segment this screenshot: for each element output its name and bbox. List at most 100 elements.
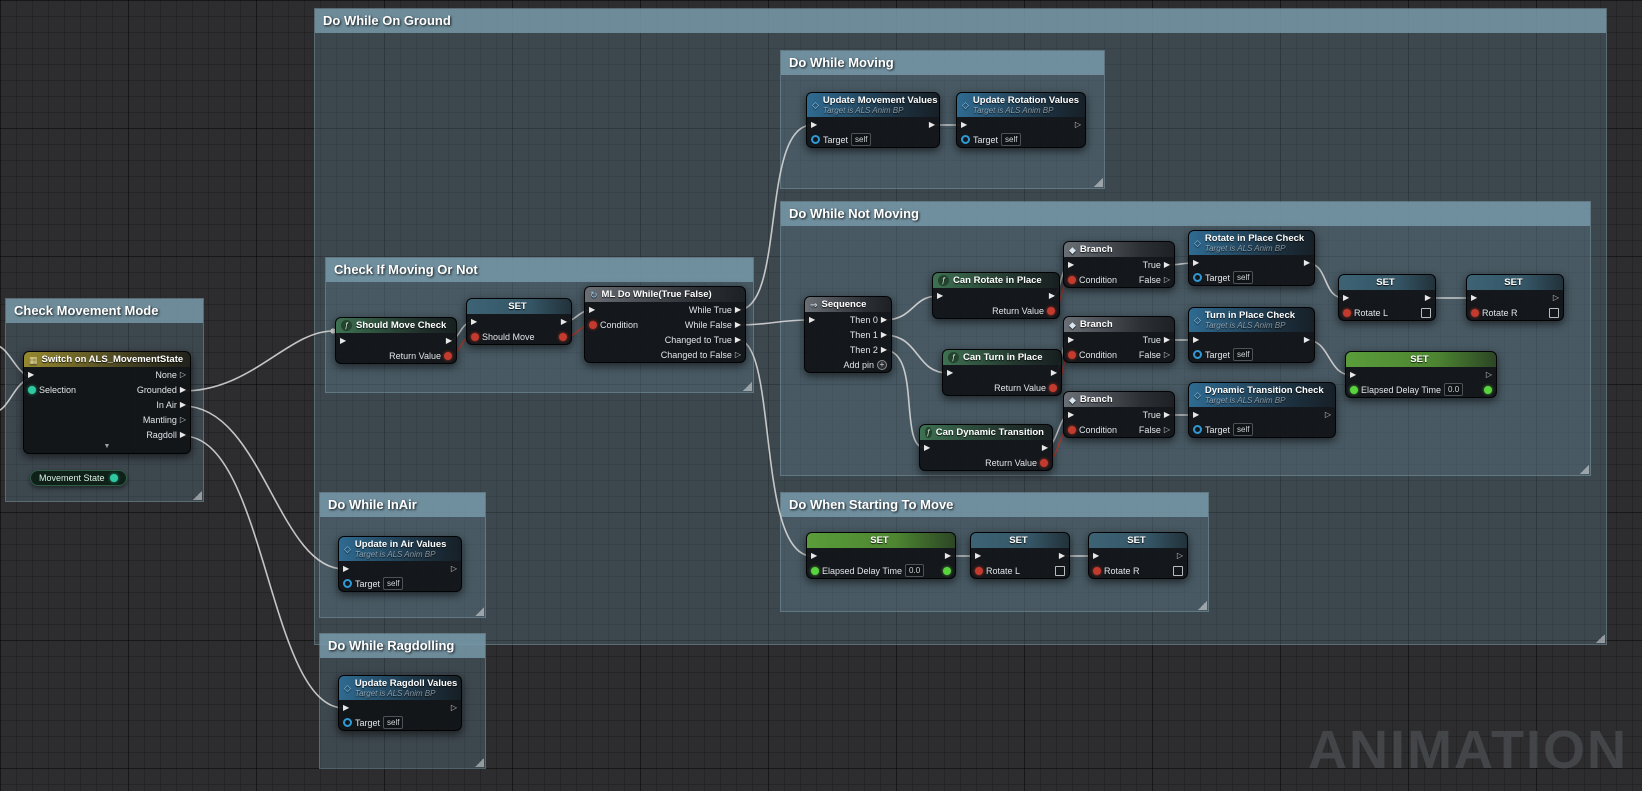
node-should-move-check[interactable]: ƒ Should Move Check ▶ ▶ Return Value: [335, 317, 457, 364]
false-exec-pin[interactable]: ▷: [1163, 274, 1170, 284]
node-set-rotate-r-start[interactable]: SET ▶ ▷ Rotate R: [1088, 532, 1188, 579]
collapse-arrow-icon[interactable]: ▼: [103, 443, 111, 450]
resize-handle[interactable]: [1579, 464, 1589, 474]
node-update-in-air-values[interactable]: ◇ Update in Air Values Target is ALS Ani…: [338, 536, 462, 592]
target-pin[interactable]: [811, 135, 820, 144]
target-pin[interactable]: [343, 579, 352, 588]
self-value-chip[interactable]: self: [851, 133, 872, 146]
comment-title[interactable]: Do While On Ground: [315, 9, 1606, 33]
resize-handle[interactable]: [192, 490, 202, 500]
comment-title[interactable]: Do When Starting To Move: [781, 493, 1208, 517]
exec-out-pin[interactable]: ▶: [179, 429, 186, 439]
exec-out-pin[interactable]: ▶: [445, 335, 452, 345]
return-value-pin[interactable]: [444, 351, 452, 360]
exec-in-pin[interactable]: ▶: [1193, 409, 1200, 419]
exec-out-pin[interactable]: ▶: [1424, 292, 1431, 302]
add-pin-icon[interactable]: +: [877, 359, 887, 370]
exec-out-pin[interactable]: ▷: [1485, 369, 1492, 379]
target-pin[interactable]: [1193, 273, 1202, 282]
exec-out-pin[interactable]: ▷: [450, 563, 457, 573]
resize-handle[interactable]: [1595, 633, 1605, 643]
variable-movement-state[interactable]: Movement State: [30, 470, 127, 486]
exec-in-pin[interactable]: ▶: [961, 119, 968, 129]
exec-out-pin[interactable]: ▷: [1324, 409, 1331, 419]
exec-out-pin[interactable]: ▶: [1303, 334, 1310, 344]
exec-in-pin[interactable]: ▶: [937, 290, 944, 300]
node-can-dynamic-transition[interactable]: ƒ Can Dynamic Transition ▶ ▶ Return Valu…: [919, 424, 1053, 471]
comment-title[interactable]: Check Movement Mode: [6, 299, 203, 323]
exec-in-pin[interactable]: ▶: [1193, 257, 1200, 267]
node-update-movement-values[interactable]: ◇ Update Movement Values Target is ALS A…: [806, 92, 940, 148]
exec-out-pin[interactable]: ▷: [1176, 550, 1183, 560]
comment-title[interactable]: Do While Not Moving: [781, 202, 1590, 226]
exec-in-pin[interactable]: ▶: [975, 550, 982, 560]
bool-input-pin[interactable]: [1343, 308, 1351, 317]
exec-in-pin[interactable]: ▶: [811, 550, 818, 560]
float-input-pin[interactable]: [1350, 385, 1358, 394]
exec-out-pin[interactable]: ▶: [1048, 290, 1055, 300]
target-pin[interactable]: [1193, 350, 1202, 359]
true-exec-pin[interactable]: ▶: [1163, 409, 1170, 419]
resize-handle[interactable]: [1093, 177, 1103, 187]
resize-handle[interactable]: [1197, 600, 1207, 610]
rotate-r-checkbox[interactable]: [1549, 307, 1559, 318]
exec-out-pin[interactable]: ▶: [880, 344, 887, 354]
exec-in-pin[interactable]: ▶: [28, 369, 35, 379]
node-dynamic-transition-check[interactable]: ◇ Dynamic Transition Check Target is ALS…: [1188, 382, 1336, 438]
add-pin-label[interactable]: Add pin: [843, 359, 874, 370]
exec-out-pin[interactable]: ▷: [179, 414, 186, 424]
rotate-l-checkbox[interactable]: [1421, 307, 1431, 318]
node-set-rotate-l-top[interactable]: SET ▶ ▶ Rotate L: [1338, 274, 1436, 321]
node-update-rotation-values[interactable]: ◇ Update Rotation Values Target is ALS A…: [956, 92, 1086, 148]
node-branch-dynamic[interactable]: ◆ Branch ▶ True▶ Condition False▷: [1063, 391, 1175, 438]
exec-in-pin[interactable]: ▶: [811, 119, 818, 129]
exec-out-pin[interactable]: ▷: [1552, 292, 1559, 302]
self-value-chip[interactable]: self: [1001, 133, 1022, 146]
condition-pin[interactable]: [589, 320, 597, 329]
rotate-r-checkbox[interactable]: [1173, 565, 1183, 576]
float-output-pin[interactable]: [1484, 385, 1492, 394]
exec-out-pin[interactable]: ▶: [734, 319, 741, 329]
self-value-chip[interactable]: self: [1233, 271, 1254, 284]
exec-out-pin[interactable]: ▶: [880, 314, 887, 324]
exec-in-pin[interactable]: ▶: [1343, 292, 1350, 302]
target-pin[interactable]: [961, 135, 970, 144]
target-pin[interactable]: [1193, 425, 1202, 434]
comment-do-while-not-moving[interactable]: Do While Not Moving: [780, 201, 1591, 476]
exec-in-pin[interactable]: ▶: [1193, 334, 1200, 344]
float-value-input[interactable]: 0.0: [1444, 383, 1464, 396]
comment-title[interactable]: Check If Moving Or Not: [326, 258, 753, 282]
resize-handle[interactable]: [474, 606, 484, 616]
node-rotate-in-place-check[interactable]: ◇ Rotate in Place Check Target is ALS An…: [1188, 230, 1315, 286]
resize-handle[interactable]: [474, 757, 484, 767]
false-exec-pin[interactable]: ▷: [1163, 349, 1170, 359]
target-pin[interactable]: [343, 718, 352, 727]
comment-title[interactable]: Do While InAir: [320, 493, 485, 517]
return-value-pin[interactable]: [1040, 458, 1048, 467]
node-set-rotate-r-top[interactable]: SET ▶ ▷ Rotate R: [1466, 274, 1564, 321]
exec-in-pin[interactable]: ▶: [1068, 409, 1075, 419]
node-can-turn-in-place[interactable]: ƒ Can Turn in Place ▶ ▶ Return Value: [942, 349, 1062, 396]
float-output-pin[interactable]: [943, 566, 951, 575]
exec-out-pin[interactable]: ▷: [450, 702, 457, 712]
float-input-pin[interactable]: [811, 566, 819, 575]
node-switch-movement-state[interactable]: ▦ Switch on ALS_MovementState ▶ None▷ Se…: [23, 351, 191, 454]
bool-input-pin[interactable]: [1471, 308, 1479, 317]
bool-output-pin[interactable]: [559, 332, 567, 341]
exec-in-pin[interactable]: ▶: [589, 304, 596, 314]
node-branch-turn[interactable]: ◆ Branch ▶ True▶ Condition False▷: [1063, 316, 1175, 363]
rotate-l-checkbox[interactable]: [1055, 565, 1065, 576]
node-update-ragdoll-values[interactable]: ◇ Update Ragdoll Values Target is ALS An…: [338, 675, 462, 731]
node-turn-in-place-check[interactable]: ◇ Turn in Place Check Target is ALS Anim…: [1188, 307, 1315, 363]
condition-pin[interactable]: [1068, 350, 1076, 359]
exec-out-pin[interactable]: ▷: [179, 369, 186, 379]
exec-in-pin[interactable]: ▶: [1093, 550, 1100, 560]
return-value-pin[interactable]: [1047, 306, 1055, 315]
float-value-input[interactable]: 0.0: [905, 564, 925, 577]
exec-out-pin[interactable]: ▷: [1074, 119, 1081, 129]
self-value-chip[interactable]: self: [1233, 348, 1254, 361]
bool-input-pin[interactable]: [975, 566, 983, 575]
self-value-chip[interactable]: self: [383, 716, 404, 729]
